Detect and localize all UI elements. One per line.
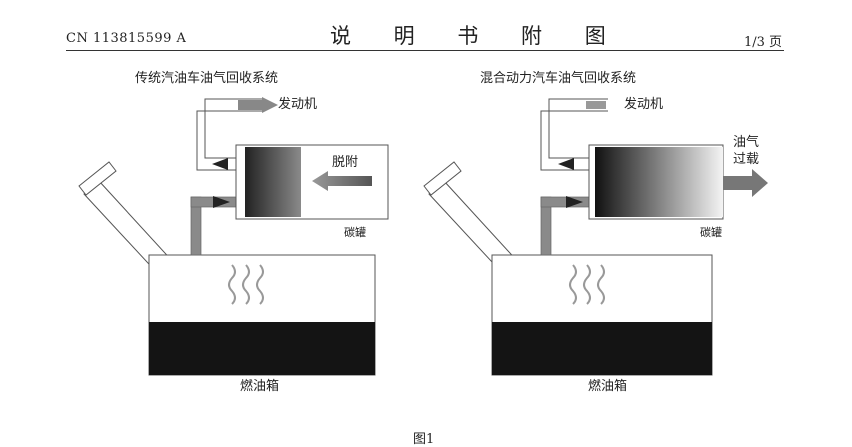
purge-pipe <box>196 97 278 171</box>
canister-label: 碳罐 <box>700 225 722 239</box>
diagram-title-traditional: 传统汽油车油气回收系统 <box>135 70 278 86</box>
vapor-pipe <box>540 196 590 256</box>
canister-label: 碳罐 <box>344 225 366 239</box>
vapor-pipe <box>190 196 237 256</box>
page-title: 说 明 书 附 图 <box>330 24 624 48</box>
filler-nozzle <box>78 161 176 277</box>
page-number: 1/3 页 <box>743 35 782 50</box>
purge-pipe <box>540 98 608 171</box>
carbon-bed <box>245 147 301 217</box>
engine-label: 发动机 <box>624 96 663 112</box>
overload-label-line1: 油气 <box>733 134 759 150</box>
fuel-tank <box>148 254 376 376</box>
figure-caption: 图1 <box>413 432 435 447</box>
diagram-hybrid: 混合动力汽车油气回收系统 燃油箱 发动机 <box>423 70 768 394</box>
vapor-waves <box>228 264 264 305</box>
fuel-tank-label: 燃油箱 <box>588 378 627 394</box>
diagram-title-hybrid: 混合动力汽车油气回收系统 <box>480 70 636 86</box>
desorb-label: 脱附 <box>332 155 358 170</box>
fuel-liquid <box>149 322 375 375</box>
carbon-bed <box>595 147 723 217</box>
overload-arrow <box>723 169 768 197</box>
header-rule <box>66 50 784 51</box>
vapor-waves <box>569 264 605 305</box>
fuel-tank <box>491 254 713 376</box>
patent-number: CN 113815599 A <box>66 31 187 46</box>
fuel-tank-label: 燃油箱 <box>240 378 279 394</box>
diagram-traditional: 传统汽油车油气回收系统 燃油箱 <box>78 70 389 394</box>
fuel-liquid <box>492 322 712 375</box>
carbon-canister <box>588 144 724 220</box>
desorb-arrow <box>312 171 372 191</box>
overload-label-line2: 过载 <box>733 152 759 167</box>
engine-label: 发动机 <box>278 96 317 112</box>
